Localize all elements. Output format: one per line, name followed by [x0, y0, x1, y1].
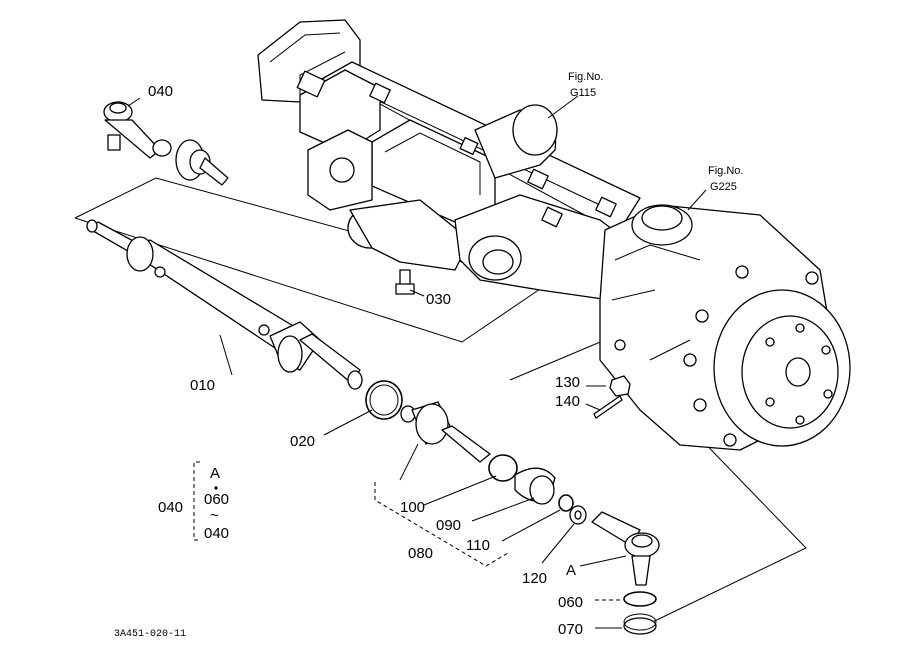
fig-ref-g225-line1: Fig.No. [708, 165, 743, 177]
fig-ref-g115-line1: Fig.No. [568, 71, 603, 83]
fig-ref-g115-line2: G115 [570, 87, 596, 99]
legend-range-to: 040 [204, 525, 229, 542]
axle-housing [74, 19, 807, 631]
part-label-060: 060 [558, 594, 583, 611]
snap-ring [365, 380, 403, 420]
part-label-030: 030 [426, 291, 451, 308]
tie-rod-end-bottom [591, 511, 660, 635]
castle-nut-and-pin [593, 375, 631, 419]
steering-cylinder [86, 219, 363, 390]
part-label-110: 110 [466, 537, 490, 554]
assembly-legend: 040 A 060 ~ 040 [158, 461, 229, 542]
legend-range-from: 060 [204, 491, 229, 508]
legend-ref: A [210, 465, 220, 482]
part-label-010: 010 [190, 377, 215, 394]
part-label-100: 100 [400, 499, 425, 516]
part-label-020: 020 [290, 433, 315, 450]
part-label-040-top: 040 [148, 83, 173, 100]
part-label-140: 140 [555, 393, 580, 410]
leader-lines [127, 95, 707, 629]
fig-ref-g225-line2: G225 [710, 181, 737, 193]
inner-ball-joint [374, 401, 587, 567]
point-a-label: A [566, 562, 576, 579]
drawing-code: 3A451-020-11 [114, 629, 186, 640]
final-drive-hub [599, 204, 851, 451]
part-label-070: 070 [558, 621, 583, 638]
part-label-090: 090 [436, 517, 461, 534]
part-label-130: 130 [555, 374, 580, 391]
part-label-080: 080 [408, 545, 433, 562]
legend-part: 040 [158, 499, 183, 516]
part-label-120: 120 [522, 570, 547, 587]
tie-rod-end-top [103, 101, 229, 186]
legend-range-sep: ~ [210, 507, 219, 524]
